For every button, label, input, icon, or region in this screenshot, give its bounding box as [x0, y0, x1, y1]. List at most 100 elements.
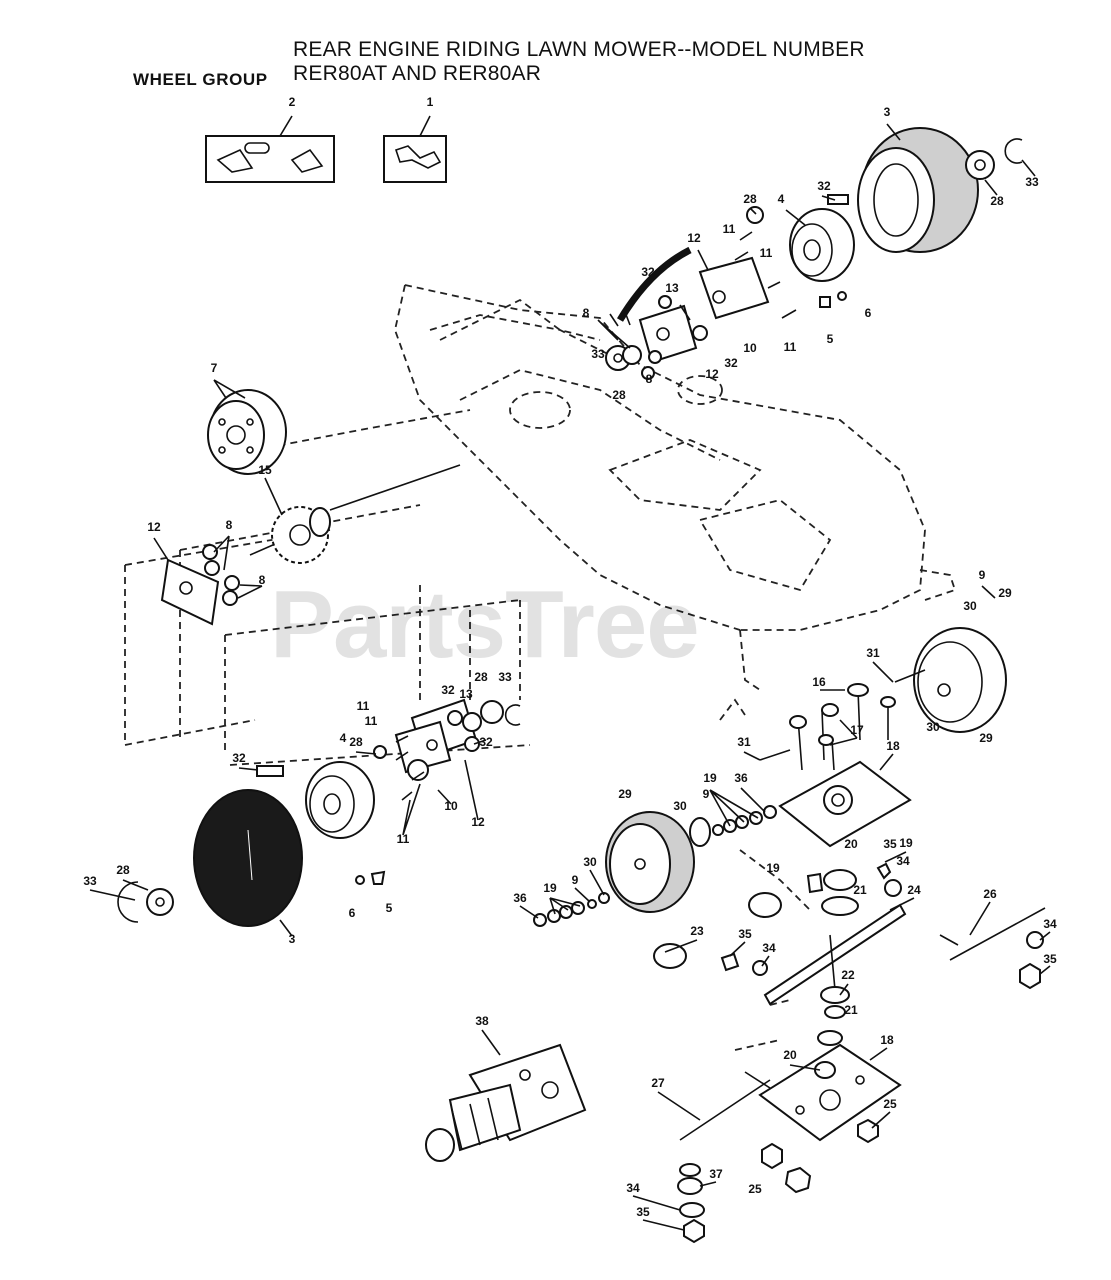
callout-30: 30 [583, 855, 597, 869]
tie-rod-and-gear [763, 903, 907, 1046]
steering-rod-27 [677, 1071, 812, 1244]
group-label: WHEEL GROUP [133, 70, 268, 89]
steering-spindle-parts [653, 862, 902, 976]
callout-24: 24 [907, 883, 921, 897]
callout-8: 8 [259, 573, 266, 587]
callout-32: 32 [232, 751, 246, 765]
callout-29: 29 [998, 586, 1012, 600]
callout-32: 32 [817, 179, 831, 193]
callout-13: 13 [459, 687, 473, 701]
callout-6: 6 [349, 906, 356, 920]
callout-8: 8 [583, 306, 590, 320]
callout-3: 3 [289, 932, 296, 946]
callout-7: 7 [211, 361, 218, 375]
callout-2: 2 [289, 95, 296, 109]
callout-17: 17 [850, 723, 864, 737]
callout-21: 21 [844, 1003, 858, 1017]
callout-28: 28 [612, 388, 626, 402]
callout-32: 32 [724, 356, 738, 370]
callout-30: 30 [926, 720, 940, 734]
callout-34: 34 [762, 941, 776, 955]
callout-13: 13 [665, 281, 679, 295]
callout-28: 28 [116, 863, 130, 877]
pulley-left [207, 389, 287, 475]
callout-33: 33 [1025, 175, 1039, 189]
callout-9: 9 [572, 873, 579, 887]
callout-28: 28 [474, 670, 488, 684]
axle-sprocket [249, 464, 461, 564]
callout-35: 35 [738, 927, 752, 941]
steering-boot-38 [425, 1043, 587, 1162]
callout-8: 8 [226, 518, 233, 532]
callout-28: 28 [743, 192, 757, 206]
callout-12: 12 [471, 815, 485, 829]
callout-33: 33 [83, 874, 97, 888]
callout-31: 31 [737, 735, 751, 749]
callout-8: 8 [646, 372, 653, 386]
steering-plate-upper [778, 683, 912, 848]
callout-12: 12 [705, 367, 719, 381]
callout-36: 36 [513, 891, 527, 905]
title-line-1: REAR ENGINE RIDING LAWN MOWER--MODEL NUM… [293, 38, 865, 61]
callout-20: 20 [783, 1048, 797, 1062]
callout-23: 23 [690, 924, 704, 938]
callout-12: 12 [687, 231, 701, 245]
callout-6: 6 [865, 306, 872, 320]
callout-37: 37 [709, 1167, 723, 1181]
callout-19: 19 [543, 881, 557, 895]
callout-35: 35 [883, 837, 897, 851]
callout-18: 18 [886, 739, 900, 753]
steering-plate-lower [758, 1043, 902, 1144]
callout-28: 28 [349, 735, 363, 749]
callout-4: 4 [340, 731, 347, 745]
diagram-title: REAR ENGINE RIDING LAWN MOWER--MODEL NUM… [293, 38, 865, 86]
title-line-2: RER80AT AND RER80AR [293, 62, 542, 85]
callout-11: 11 [760, 246, 773, 260]
tire-lower-left [193, 789, 303, 927]
callout-9: 9 [703, 787, 710, 801]
callout-31: 31 [866, 646, 880, 660]
callout-32: 32 [441, 683, 455, 697]
callout-11: 11 [365, 714, 378, 728]
callout-3: 3 [884, 105, 891, 119]
bracket-upper [616, 194, 849, 364]
hardware-kit-2 [205, 135, 335, 183]
watermark: PartsTree [270, 571, 700, 678]
callout-32: 32 [641, 265, 655, 279]
callout-18: 18 [880, 1033, 894, 1047]
callout-30: 30 [673, 799, 687, 813]
callout-28: 28 [990, 194, 1004, 208]
callout-5: 5 [827, 332, 834, 346]
callout-27: 27 [651, 1076, 665, 1090]
callout-9: 9 [979, 568, 986, 582]
callout-10: 10 [444, 799, 458, 813]
callout-10: 10 [743, 341, 757, 355]
axle-rod-26 [939, 907, 1046, 990]
callout-16: 16 [812, 675, 826, 689]
callout-1: 1 [427, 95, 434, 109]
callout-34: 34 [1043, 917, 1057, 931]
callout-19: 19 [703, 771, 717, 785]
callout-29: 29 [618, 787, 632, 801]
front-wheel-right [894, 627, 1007, 733]
wheel-rim-upper [789, 208, 855, 282]
callout-11: 11 [784, 340, 797, 354]
callout-21: 21 [853, 883, 867, 897]
callout-11: 11 [357, 699, 370, 713]
callout-34: 34 [626, 1181, 640, 1195]
mower-frame-outline [394, 284, 957, 721]
leader-lines [89, 115, 1051, 1231]
callout-32: 32 [479, 735, 493, 749]
callout-33: 33 [498, 670, 512, 684]
bracket-lower-left [256, 698, 521, 801]
callout-25: 25 [748, 1182, 762, 1196]
callout-15: 15 [258, 463, 272, 477]
callout-35: 35 [636, 1205, 650, 1219]
callout-22: 22 [841, 968, 855, 982]
callout-11: 11 [397, 832, 410, 846]
callout-19: 19 [766, 861, 780, 875]
alignment-guides [124, 409, 811, 1051]
callout-11: 11 [723, 222, 736, 236]
